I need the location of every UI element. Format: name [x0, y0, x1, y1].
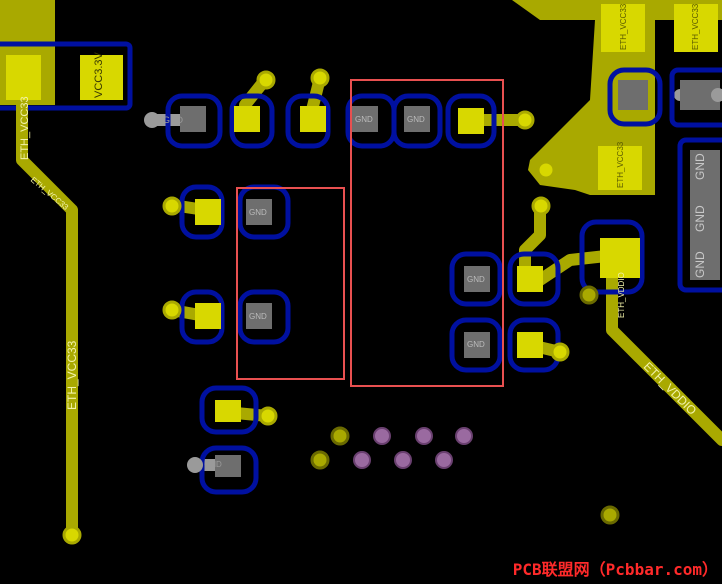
gnd-label-3: GND — [407, 115, 425, 124]
gnd-label-1: GND — [163, 115, 183, 125]
vias-yellow — [62, 68, 620, 545]
gnd-pads — [180, 80, 720, 477]
pad-outlines — [165, 67, 722, 495]
gnd-label-right-1: GND — [693, 205, 707, 232]
net-label-eth-vcc33-right-mid: ETH_VCC33 — [616, 141, 625, 188]
vias-gray — [144, 88, 722, 473]
vias-purple — [353, 427, 473, 469]
net-label-eth-vcc33-long: ETH_VCC33 — [65, 340, 79, 410]
net-label-eth-vcc33-top-right-2: ETH_VCC33 — [691, 3, 700, 50]
gnd-label-8: GND — [204, 460, 222, 469]
gnd-label-right-3: GND — [693, 153, 707, 180]
gnd-label-4: GND — [249, 208, 267, 217]
copper-pads — [6, 4, 718, 422]
net-label-eth-vddio-small: ETH_VDDIO — [617, 272, 626, 318]
selection-boxes — [236, 79, 504, 387]
copper-pour-top-right — [512, 0, 722, 195]
gnd-label-right-2: GND — [693, 251, 707, 278]
net-label-vcc33: VCC3.3V — [93, 52, 105, 98]
gnd-label-7: GND — [467, 340, 485, 349]
net-label-eth-vcc33-left: ETH_VCC33 — [19, 96, 31, 160]
net-label-eth-vcc33-top-right: ETH_VCC33 — [619, 3, 628, 50]
trace-eth-vcc33 — [16, 84, 78, 541]
watermark-text: PCB联盟网（Pcbbar.com） — [512, 560, 718, 579]
gnd-label-5: GND — [249, 312, 267, 321]
gnd-label-6: GND — [467, 275, 485, 284]
gnd-label-2: GND — [355, 115, 373, 124]
